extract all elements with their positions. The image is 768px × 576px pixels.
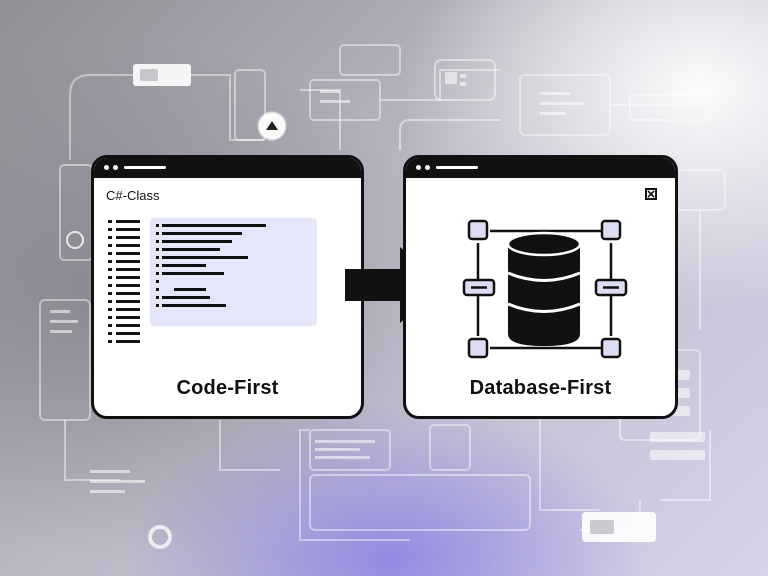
titlebar-dot (416, 165, 421, 170)
titlebar-dot (104, 165, 109, 170)
titlebar-line (124, 166, 166, 169)
database-first-window: Database-First (403, 155, 678, 419)
window-titlebar (406, 158, 675, 178)
database-first-title: Database-First (469, 377, 612, 399)
code-first-window: C#-Class (91, 155, 364, 419)
code-lines (156, 224, 266, 307)
code-first-title: Code-First (176, 377, 279, 399)
database-icon (506, 231, 582, 346)
titlebar-dot (425, 165, 430, 170)
titlebar-line (436, 166, 478, 169)
window-titlebar (94, 158, 361, 178)
line-number-gutter (108, 220, 140, 343)
code-block (150, 218, 317, 326)
titlebar-dot (113, 165, 118, 170)
database-diagram (462, 219, 628, 359)
close-icon[interactable] (645, 188, 657, 200)
class-label: C#-Class (106, 188, 160, 203)
